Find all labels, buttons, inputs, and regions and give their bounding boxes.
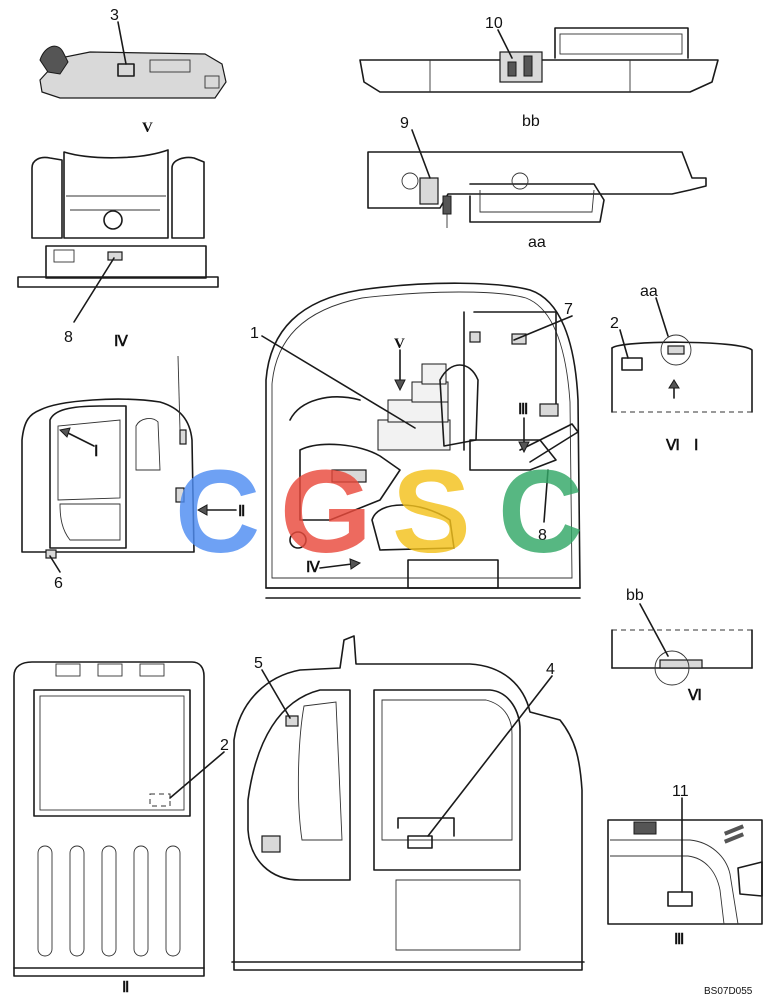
callout-10: 10 bbox=[485, 15, 503, 32]
drawing-code: BS07D055 bbox=[704, 986, 753, 997]
view-label-iii-bottom: Ⅲ bbox=[674, 932, 684, 948]
cab-interior-view: 5 4 bbox=[231, 635, 585, 971]
callout-4: 4 bbox=[546, 661, 555, 678]
watermark: C G S C bbox=[175, 446, 583, 578]
callout-8-main: 8 bbox=[538, 527, 547, 544]
view-label-iii-main: Ⅲ bbox=[518, 402, 528, 418]
view-vi-i: aa 2 Ⅵ Ⅰ bbox=[610, 283, 753, 454]
section-label-bb-right: bb bbox=[626, 587, 644, 604]
view-label-ii-door: Ⅱ bbox=[238, 504, 245, 520]
section-label-bb-top: bb bbox=[522, 113, 540, 130]
watermark-letter-g: G bbox=[280, 446, 372, 578]
callout-2-bottom: 2 bbox=[220, 737, 229, 754]
view-label-vi-bb: Ⅵ bbox=[687, 688, 702, 704]
view-label-i-door: Ⅰ bbox=[94, 444, 98, 460]
main-cab-view: 1 7 8 V Ⅲ Ⅳ bbox=[250, 282, 581, 599]
callout-1: 1 bbox=[250, 325, 259, 342]
view-label-vi-a: Ⅵ bbox=[665, 438, 680, 454]
view-iii-panel: 11 Ⅲ bbox=[607, 783, 763, 948]
view-iv-seat-rear: 8 Ⅳ bbox=[17, 149, 219, 350]
view-label-v-top: V bbox=[142, 120, 153, 136]
section-label-aa-right: aa bbox=[640, 283, 658, 300]
callout-2-right: 2 bbox=[610, 315, 619, 332]
callout-6: 6 bbox=[54, 575, 63, 592]
view-vi-bb: bb Ⅵ bbox=[611, 587, 753, 704]
watermark-letter-c1: C bbox=[175, 446, 260, 578]
view-v-console: 3 V bbox=[39, 7, 227, 136]
view-label-iv-left: Ⅳ bbox=[114, 334, 129, 350]
view-label-iv-main: Ⅳ bbox=[306, 560, 321, 576]
watermark-letter-c2: C bbox=[498, 446, 583, 578]
cab-side-door-view: Ⅰ Ⅱ 6 bbox=[21, 355, 245, 592]
callout-9: 9 bbox=[400, 115, 409, 132]
callout-7: 7 bbox=[564, 301, 573, 318]
callout-11: 11 bbox=[672, 783, 689, 800]
view-label-v-main: V bbox=[394, 336, 405, 352]
callout-8-left: 8 bbox=[64, 329, 73, 346]
view-label-i-a: Ⅰ bbox=[694, 438, 698, 454]
view-label-ii-bottom: Ⅱ bbox=[122, 980, 129, 996]
callout-5: 5 bbox=[254, 655, 263, 672]
section-label-aa-top: aa bbox=[528, 234, 546, 251]
section-bb-top: 10 bb bbox=[359, 15, 719, 130]
section-aa-top: 9 aa bbox=[367, 115, 707, 251]
watermark-letter-s: S bbox=[392, 446, 471, 578]
callout-3: 3 bbox=[110, 7, 119, 24]
view-ii-panel: 2 Ⅱ bbox=[13, 661, 229, 996]
